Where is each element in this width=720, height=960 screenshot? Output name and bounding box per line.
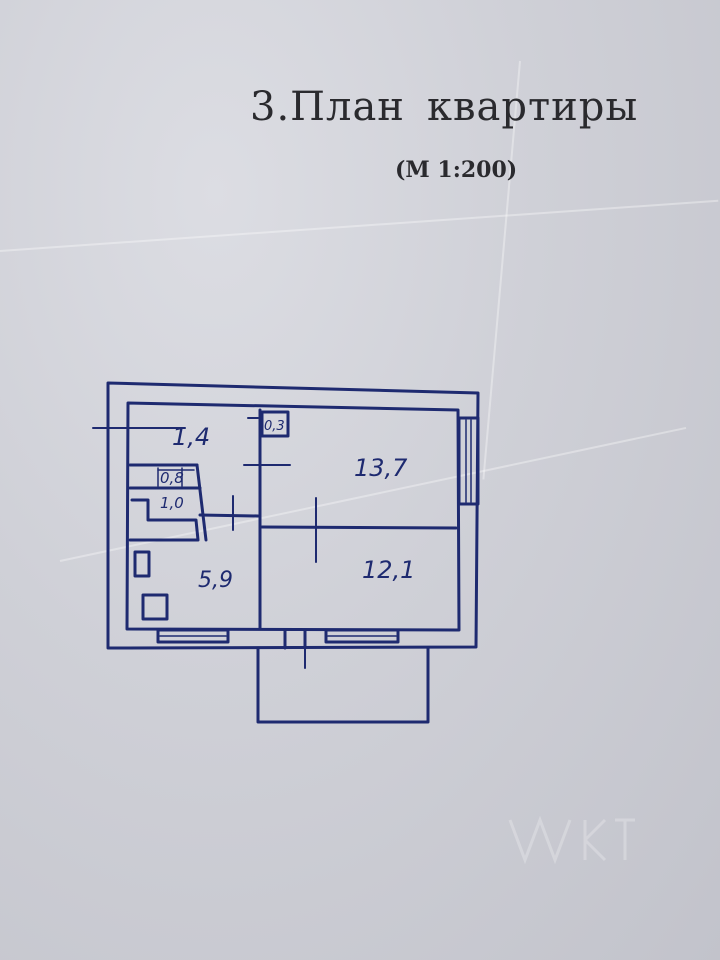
room-area-hall: 1,4 [172,423,210,451]
faded-watermark [508,815,635,865]
window-right [457,416,480,506]
outer-wall-outer [106,381,480,650]
outer-wall-inner [125,401,461,632]
document-heading: 3.План квартиры [250,84,638,130]
window-bottom-left [156,628,230,644]
balcony [256,646,430,724]
room-area-wc: 0,8 [160,469,184,487]
heading-second-word: квартиры [426,84,639,130]
vent-shaft [260,410,290,438]
room-area-room-small: 12,1 [362,556,415,584]
room-area-vent: 0,3 [264,419,285,434]
room-area-kitchen: 5,9 [198,568,233,593]
window-bottom-right [324,628,400,644]
heading-number-word: 3.План [250,84,405,130]
kitchen-sink [133,550,151,578]
kitchen-stove [141,593,169,621]
room-area-bath: 1,0 [160,494,184,512]
scale-note: (М 1:200) [395,157,518,183]
room-area-room-large: 13,7 [354,454,408,482]
partition-rooms [260,525,458,530]
